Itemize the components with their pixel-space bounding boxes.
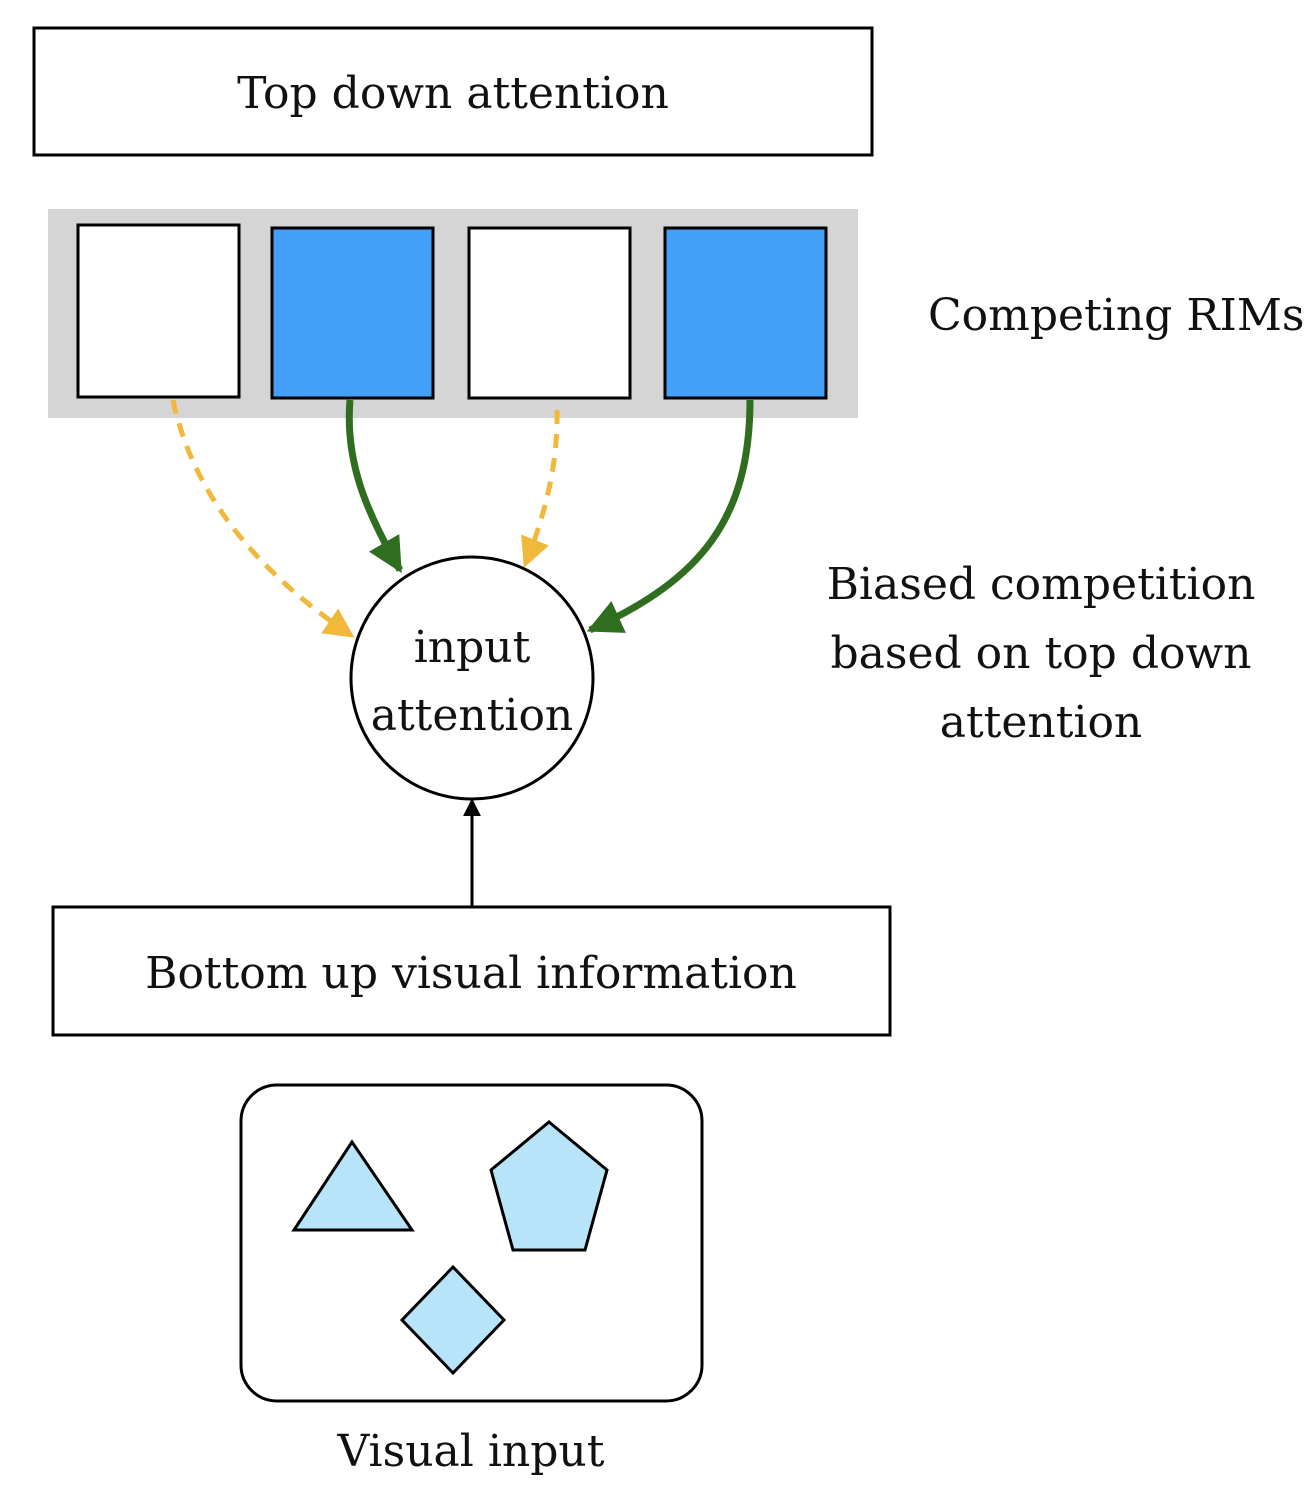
bias-note-line3: attention <box>940 697 1143 748</box>
input-attention-line1: input <box>414 622 531 673</box>
input-attention-node: input attention <box>349 555 595 801</box>
pentagon-shape <box>489 1120 609 1252</box>
competing-rims-group <box>48 209 858 418</box>
rim-module-4-active <box>663 226 828 400</box>
bottom-up-visual-label: Bottom up visual information <box>145 948 797 999</box>
competing-rims-label: Competing RIMs <box>928 290 1304 341</box>
bias-note-line2: based on top down <box>831 628 1252 679</box>
bias-note-line1: Biased competition <box>827 559 1256 610</box>
strong-arrow-rim-2 <box>345 399 404 574</box>
weak-arrow-rim-3 <box>521 409 560 568</box>
bottom-up-visual-box: Bottom up visual information <box>51 905 892 1037</box>
strong-arrow-rim-4 <box>586 399 754 634</box>
diamond-shape <box>399 1264 507 1376</box>
weak-arrow-rim-1 <box>170 399 355 639</box>
rim-module-1 <box>76 223 241 399</box>
rim-module-3 <box>467 226 632 400</box>
rim-module-2-active <box>270 226 435 400</box>
visual-input-label: Visual input <box>337 1426 605 1477</box>
input-attention-line2: attention <box>371 690 574 741</box>
triangle-shape <box>291 1139 415 1232</box>
visual-input-panel <box>239 1083 704 1403</box>
top-down-attention-box: Top down attention <box>32 26 874 157</box>
biased-competition-note: Biased competition based on top down att… <box>827 559 1256 748</box>
top-down-attention-label: Top down attention <box>237 68 669 119</box>
